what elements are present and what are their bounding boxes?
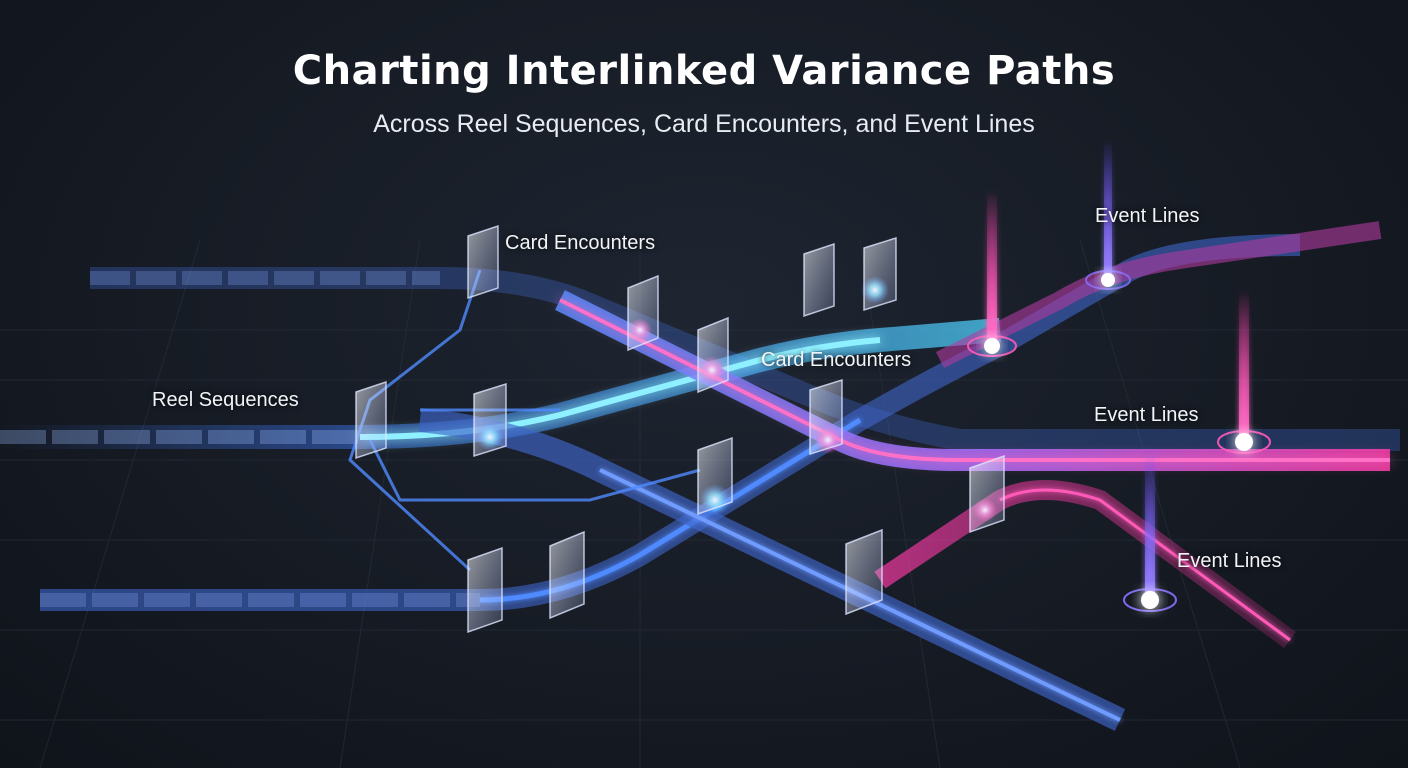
label-card-encounters-mid: Card Encounters [761, 349, 912, 371]
card-panel [697, 436, 733, 516]
event-beam-pink-top [967, 190, 1017, 357]
event-beam-pink-mid [1217, 290, 1271, 454]
card-panel [467, 546, 503, 634]
card-panel [969, 454, 1005, 534]
card-panel [549, 530, 585, 620]
card-encounter-panels [355, 224, 1005, 634]
card-panel [467, 224, 499, 300]
card-panel [809, 378, 843, 456]
page-subtitle: Across Reel Sequences, Card Encounters, … [373, 110, 1035, 138]
event-beam-violet-bottom [1123, 450, 1177, 612]
label-event-lines-top: Event Lines [1095, 205, 1200, 227]
card-panel [845, 528, 883, 616]
card-panel [627, 274, 659, 352]
card-panel [863, 236, 897, 312]
crossing-track-magenta [555, 290, 1390, 471]
event-beam-violet-top [1085, 140, 1131, 290]
page-title: Charting Interlinked Variance Paths [292, 48, 1116, 94]
label-reel-sequences: Reel Sequences [152, 389, 299, 411]
card-panel [355, 380, 387, 460]
card-panel [697, 316, 729, 394]
card-panel [803, 242, 835, 318]
card-panel [473, 382, 507, 458]
reel-strip-main [0, 318, 1001, 449]
label-event-lines-bottom: Event Lines [1177, 550, 1282, 572]
label-event-lines-mid: Event Lines [1094, 404, 1199, 426]
event-track-upper [935, 221, 1382, 369]
label-card-encounters-top: Card Encounters [505, 232, 656, 254]
